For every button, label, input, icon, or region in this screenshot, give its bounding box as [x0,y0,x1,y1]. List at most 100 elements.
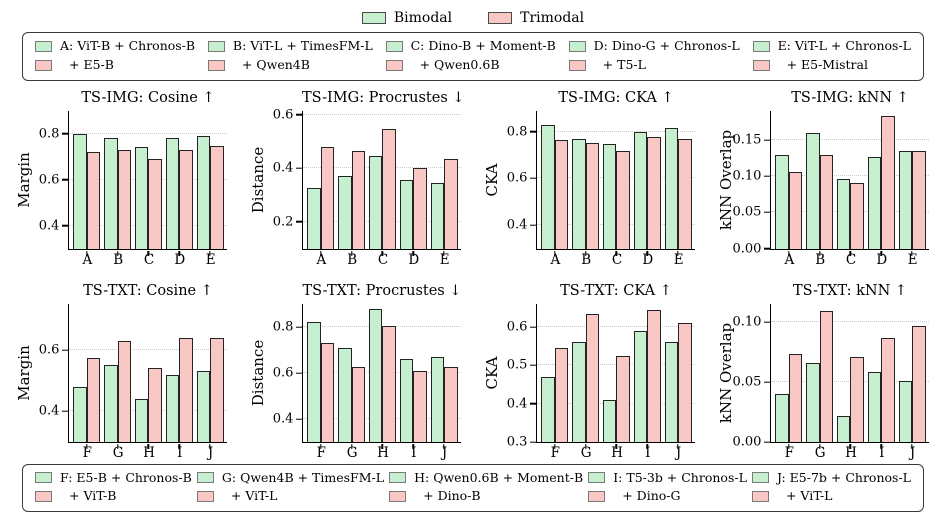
bar-group-C [134,111,162,256]
bar-trimodal-J [678,323,692,442]
y-tick-mark [296,418,303,420]
x-tick-mark [584,444,587,449]
chart-title: TS-IMG: kNN ↑ [791,89,909,106]
y-tick-label: 0.8 [506,124,528,140]
bar-trimodal-J [912,325,926,442]
x-tick-label: E [673,251,684,268]
legend-entry-row: I: T5-3b + Chronos-L [588,469,747,488]
chart-title: TS-TXT: CKA ↑ [560,283,672,299]
y-tick-mark [62,349,69,351]
legend-swatch-trimodal [752,59,770,71]
x-tick-label: H [143,445,155,461]
y-tick-label: 0.4 [506,217,528,233]
legend-entry: B: ViT-L + TimesFM-L+ Qwen4B [207,37,373,75]
chart-title: TS-IMG: CKA ↑ [558,89,674,106]
y-tick-mark [764,321,771,323]
bar-trimodal-A [320,146,335,249]
bar-bimodal-E [196,135,211,249]
bar-trimodal-B [117,149,132,249]
legend-swatch-bimodal [35,40,52,52]
legend-entry: J: E5-7b + Chronos-L+ ViT-L [751,469,911,507]
x-tick-label: A [550,251,561,268]
y-tick-label: 0.4 [506,396,528,412]
bar-bimodal-B [806,132,820,249]
y-tick-label: 0.6 [506,170,528,186]
bar-group-D [867,111,895,256]
plot-area [302,110,462,256]
x-tick-mark [584,250,587,256]
bar-trimodal-I [413,370,427,442]
y-tick-label: 0.10 [732,314,762,330]
legend-entry: C: Dino-B + Moment-B+ Qwen0.6B [385,37,556,75]
bar-group-C [368,111,396,256]
bar-group-C [836,111,864,256]
plot-area [536,110,696,256]
x-tick-mark [209,250,211,256]
plot-area [302,304,462,449]
x-tick-label: A [784,251,795,268]
x-tick-label: D [642,251,654,268]
chart-title: TS-TXT: Procrustes ↓ [302,283,462,299]
bar-group-J [664,304,692,449]
bar-bimodal-F [307,322,321,442]
legend-entry-row: + ViT-B [35,487,192,506]
y-tick-mark [296,113,303,116]
legend-swatch-trimodal [35,491,52,503]
x-tick-label: G [112,445,124,461]
bar-group-B [104,111,132,256]
y-tick-mark [62,132,69,135]
legend-swatch-bimodal [751,472,769,484]
bar-bimodal-F [73,386,87,442]
bar-trimodal-F [554,348,569,442]
bar-group-I [633,304,661,449]
bar-bimodal-D [867,156,882,249]
legend-entry-text: B: ViT-L + TimesFM-L [232,38,373,53]
bar-trimodal-G [819,311,834,442]
legend-entry-row: + T5-L [568,56,740,75]
bar-trimodal-I [179,337,193,442]
x-tick-mark [350,250,353,256]
bar-bimodal-G [338,347,352,442]
legend-entry-row: D: Dino-G + Chronos-L [568,37,740,56]
bar-group-A [541,111,569,256]
legend-entry-text: I: T5-3b + Chronos-L [613,469,747,485]
legend-entry-text: A: ViT-B + Chronos-B [60,38,196,53]
y-tick-mark [62,224,69,227]
x-tick-mark [350,444,353,449]
legend-entry: H: Qwen0.6B + Moment-B+ Dino-B [389,469,583,507]
x-tick-label: I [411,445,417,461]
bar-bimodal-H [134,399,149,442]
x-tick-label: D [876,251,888,268]
legend-entry-row: + ViT-L [196,487,384,506]
bar-bimodal-B [104,138,118,249]
x-tick-mark [381,444,384,449]
legend-swatch-bimodal [35,472,52,484]
bar-group-A [775,111,803,256]
bar-trimodal-H [382,325,396,442]
bar-group-G [572,304,600,449]
bar-bimodal-H [836,415,851,442]
x-tick-label: J [675,445,682,461]
legend-swatch-trimodal [588,491,606,503]
x-tick-label: F [550,445,561,461]
legend-entry-text: + Qwen0.6B [419,56,500,72]
bar-bimodal-C [836,179,851,249]
y-tick-mark [530,326,537,328]
legend-swatch-bimodal [568,40,586,52]
x-tick-mark [116,250,119,256]
legend-entry-text: H: Qwen0.6B + Moment-B [414,469,584,485]
legend-entry-row: + Qwen0.6B [385,56,556,75]
x-tick-label: E [439,251,450,268]
bar-group-E [196,111,224,256]
